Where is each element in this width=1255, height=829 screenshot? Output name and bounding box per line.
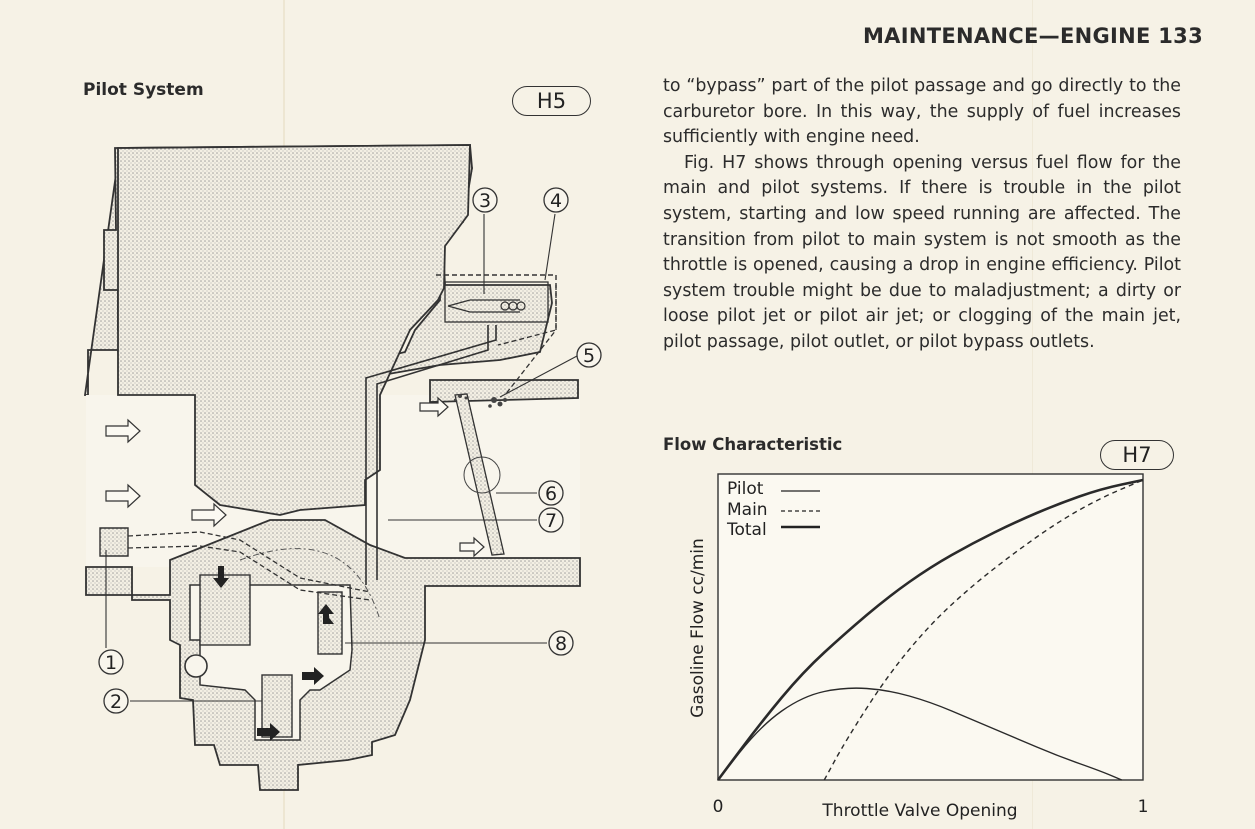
- legend-label-pilot: Pilot: [727, 479, 764, 499]
- svg-text:4: 4: [550, 190, 562, 212]
- page-fold-secondary: [1032, 0, 1033, 829]
- callout-5: 5: [576, 342, 602, 368]
- figure-tag-h5: H5: [512, 86, 591, 116]
- fuel-path: [127, 531, 371, 593]
- throttle-slide: [117, 144, 471, 516]
- pilot-system-title: Pilot System: [83, 80, 204, 100]
- callout-6: 6: [538, 480, 564, 506]
- series-line-main: [823, 479, 1144, 781]
- figure-tag-h7: H7: [1100, 440, 1174, 470]
- spring-coils: [500, 301, 526, 311]
- throttle-plate: [454, 393, 505, 556]
- plot-frame: [717, 473, 1144, 781]
- callout-2: 2: [103, 688, 129, 714]
- svg-text:6: 6: [545, 483, 557, 505]
- fuel-path-2: [127, 545, 371, 601]
- legend-label-main: Main: [727, 500, 768, 520]
- fuel-spray: [453, 394, 507, 408]
- paragraph-2: Fig. H7 shows through opening versus fue…: [663, 152, 1181, 352]
- y-axis-label: Gasoline Flow cc/min: [688, 538, 708, 718]
- x-axis-label: Throttle Valve Opening: [821, 801, 1017, 821]
- callout-8: 8: [548, 630, 574, 656]
- svg-text:2: 2: [110, 691, 122, 713]
- legend: Pilot Main Total: [726, 479, 820, 540]
- svg-text:7: 7: [545, 510, 557, 532]
- series-line-total: [716, 478, 1144, 781]
- callout-3: 3: [472, 187, 498, 213]
- float-pin: [184, 654, 208, 678]
- pilot-tube-inner: [376, 325, 489, 580]
- page-header: MAINTENANCE—ENGINE 133: [862, 24, 1203, 48]
- adjust-screw: [447, 299, 520, 313]
- series-layer: [716, 478, 1144, 781]
- svg-text:1: 1: [105, 652, 117, 674]
- bypass-path: [504, 285, 557, 396]
- air-jet-inner: [444, 281, 549, 323]
- needle-jet-housing: [199, 574, 251, 646]
- callout-7: 7: [538, 507, 564, 533]
- x-tick-1: 1: [1138, 797, 1149, 817]
- airflow-arrows: [105, 396, 485, 558]
- legend-label-total: Total: [726, 520, 767, 540]
- x-tick-0: 0: [713, 797, 724, 817]
- inlet-fitting: [99, 527, 129, 557]
- fuel-arrows: [213, 566, 334, 741]
- body-text: to “bypass” part of the pilot passage an…: [663, 74, 1181, 356]
- svg-text:8: 8: [555, 633, 567, 655]
- plate-pivot: [463, 456, 501, 494]
- callout-4: 4: [543, 187, 569, 213]
- callout-1: 1: [98, 649, 124, 675]
- svg-text:5: 5: [583, 345, 595, 367]
- leader-lines: [105, 213, 578, 702]
- svg-text:3: 3: [479, 190, 491, 212]
- flow-characteristic-title: Flow Characteristic: [663, 435, 843, 454]
- pilot-tube: [365, 325, 497, 585]
- series-line-pilot: [717, 687, 1123, 781]
- main-jet-housing: [261, 674, 293, 738]
- paragraph-1: to “bypass” part of the pilot passage an…: [663, 76, 1181, 148]
